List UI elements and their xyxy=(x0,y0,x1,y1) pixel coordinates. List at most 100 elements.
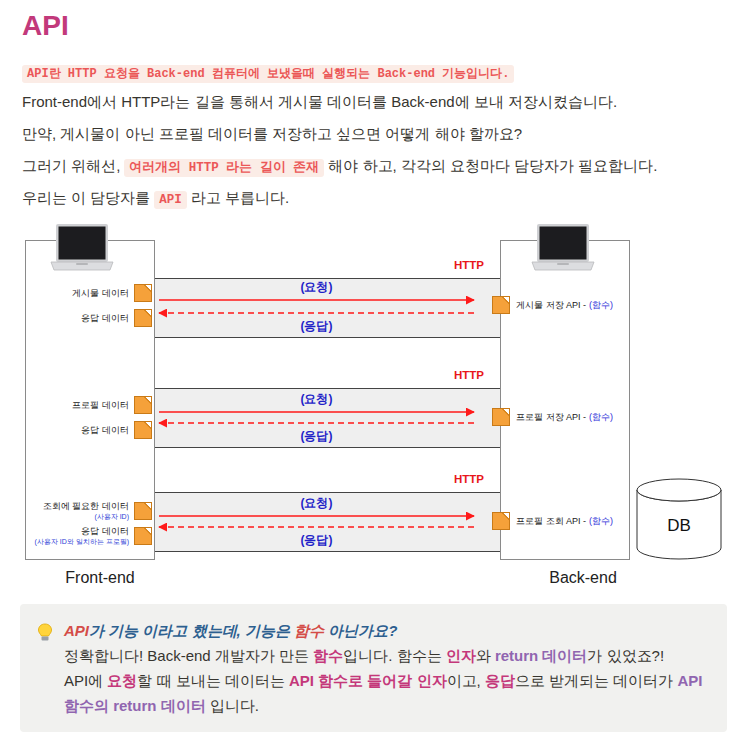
body-text: 우리는 이 담당자를 xyxy=(22,189,150,206)
request-arrow xyxy=(159,515,474,517)
http-label: HTTP xyxy=(454,259,484,271)
data-label: 게시물 데이터 xyxy=(72,287,129,299)
data-square xyxy=(134,284,152,302)
text-line: 우리는 이 담당자를API라고 부릅니다. xyxy=(22,186,289,212)
http-label: HTTP xyxy=(454,369,484,381)
data-text: 응답 데이터(사용자 ID와 일치하는 프로필) xyxy=(35,525,130,547)
inline-code: API란 HTTP 요청을 Back-end 컴퓨터에 보냈을때 실행되는 Ba… xyxy=(22,65,514,83)
api-square xyxy=(492,512,510,530)
callout-text: API 함수로 들어갈 인자 xyxy=(289,672,447,689)
data-square xyxy=(134,421,152,439)
system-panel: Back-end게시물 저장 API -(함수)프로필 저장 API -(함수)… xyxy=(500,240,630,560)
text-line: Front-end에서 HTTP라는 길을 통해서 게시물 데이터를 Back-… xyxy=(22,90,617,114)
panel-heading: Back-end xyxy=(549,569,617,587)
db-label: DB xyxy=(667,516,691,536)
edge-label: (요청) xyxy=(301,392,333,406)
edge-label: (요청) xyxy=(301,280,333,294)
data-text: 게시물 데이터 xyxy=(72,287,129,299)
api-item: 프로필 조회 API -(함수) xyxy=(492,512,613,530)
system-panel: Front-end게시물 데이터응답 데이터프로필 데이터응답 데이터조회에 필… xyxy=(25,240,155,560)
data-text: 프로필 데이터 xyxy=(72,399,129,411)
callout-box: API가 기능 이라고 했는데, 기능은 함수 아닌가요?정확합니다! Back… xyxy=(20,604,727,732)
panel-heading: Front-end xyxy=(65,569,134,587)
callout-text: 요청 xyxy=(107,672,137,689)
data-label: 응답 데이터 xyxy=(81,312,129,324)
api-item: 프로필 저장 API -(함수) xyxy=(492,408,613,426)
callout-text: 인자 xyxy=(446,647,476,664)
request-arrow xyxy=(159,411,474,413)
data-label: 프로필 데이터 xyxy=(72,399,129,411)
data-item: 응답 데이터(사용자 ID와 일치하는 프로필) xyxy=(35,525,153,547)
callout-text: 이고, xyxy=(447,672,485,689)
band-fill xyxy=(155,492,500,552)
api-item: 게시물 저장 API -(함수) xyxy=(492,296,613,314)
callout-text: 아닌가요? xyxy=(324,622,397,639)
callout-text: 입니다. xyxy=(206,697,259,714)
callout-line: API가 기능 이라고 했는데, 기능은 함수 아닌가요? xyxy=(64,618,713,643)
callout-text: 응답 xyxy=(485,672,515,689)
callout-text: 할 때 보내는 데이터는 xyxy=(137,672,289,689)
body-text: 해야 하고, 각각의 요청마다 담당자가 필요합니다. xyxy=(328,157,657,174)
data-square xyxy=(134,527,152,545)
request-arrow xyxy=(159,299,474,301)
data-text: 조회에 필요한 데이터(사용자 ID) xyxy=(43,500,129,522)
api-text: 프로필 저장 API -(함수) xyxy=(516,411,613,424)
body-text: Front-end에서 HTTP라는 길을 통해서 게시물 데이터를 Back-… xyxy=(22,93,617,110)
data-item: 프로필 데이터 xyxy=(72,396,152,414)
callout-text: 함수 xyxy=(294,622,324,639)
edge-label: (응답) xyxy=(301,429,333,443)
callout-text: 으로 받게되는 데이터가 xyxy=(515,672,678,689)
data-note: (사용자 ID와 일치하는 프로필) xyxy=(35,537,130,547)
body-text: 라고 부릅니다. xyxy=(191,189,289,206)
text-line: API란 HTTP 요청을 Back-end 컴퓨터에 보냈을때 실행되는 Ba… xyxy=(22,60,514,86)
band-fill xyxy=(155,278,500,338)
text-line: 그러기 위해선,여러개의 HTTP 라는 길이 존재해야 하고, 각각의 요청마… xyxy=(22,154,658,180)
database-cylinder: DB xyxy=(636,478,722,560)
data-text: 응답 데이터 xyxy=(81,312,129,324)
callout-text: API xyxy=(64,622,89,639)
function-tag: (함수) xyxy=(589,515,613,528)
data-item: 응답 데이터 xyxy=(81,421,152,439)
title-block: API xyxy=(22,8,69,44)
data-item: 게시물 데이터 xyxy=(72,284,152,302)
data-square xyxy=(134,502,152,520)
data-item: 응답 데이터 xyxy=(81,309,152,327)
api-text: 프로필 조회 API -(함수) xyxy=(516,515,613,528)
body-text: 만약, 게시물이 아닌 프로필 데이터를 저장하고 싶으면 어떻게 해야 할까요… xyxy=(22,125,522,142)
api-label: 프로필 저장 API - xyxy=(516,411,586,424)
data-square xyxy=(134,309,152,327)
text-line: 만약, 게시물이 아닌 프로필 데이터를 저장하고 싶으면 어떻게 해야 할까요… xyxy=(22,122,522,146)
callout-text: 정확합니다! Back-end 개발자가 만든 xyxy=(64,647,313,664)
lightbulb-icon xyxy=(37,623,53,643)
edge-label: (응답) xyxy=(301,319,333,333)
bulb-base xyxy=(42,637,49,641)
body-text: 그러기 위해선, xyxy=(22,157,120,174)
callout-text: 입니다. 함수는 xyxy=(343,647,446,664)
api-square xyxy=(492,408,510,426)
callout-line: 정확합니다! Back-end 개발자가 만든 함수입니다. 함수는 인자와 r… xyxy=(64,643,713,668)
function-tag: (함수) xyxy=(589,299,613,312)
data-label: 응답 데이터 xyxy=(81,525,129,537)
callout-line: API에 요청할 때 보내는 데이터는 API 함수로 들어갈 인자이고, 응답… xyxy=(64,668,713,718)
laptop-icon xyxy=(51,224,113,270)
callout-text: API에 xyxy=(64,672,107,689)
cylinder-top xyxy=(637,479,721,501)
api-square xyxy=(492,296,510,314)
callout-text: 가 기능 이라고 했는데, 기능은 xyxy=(89,622,294,639)
data-note: (사용자 ID) xyxy=(94,512,129,522)
function-tag: (함수) xyxy=(589,411,613,424)
callout-text: return 데이터 xyxy=(495,647,588,664)
laptop-icon xyxy=(532,224,594,270)
data-square xyxy=(134,396,152,414)
data-text: 응답 데이터 xyxy=(81,424,129,436)
band-fill xyxy=(155,388,500,448)
http-label: HTTP xyxy=(454,473,484,485)
response-arrow xyxy=(159,312,474,314)
callout-text: 함수 xyxy=(313,647,343,664)
edge-label: (요청) xyxy=(301,496,333,510)
callout-text: 와 xyxy=(476,647,495,664)
inline-code: 여러개의 HTTP 라는 길이 존재 xyxy=(124,159,324,177)
bulb-glass xyxy=(39,624,52,636)
api-text: 게시물 저장 API -(함수) xyxy=(516,299,613,312)
